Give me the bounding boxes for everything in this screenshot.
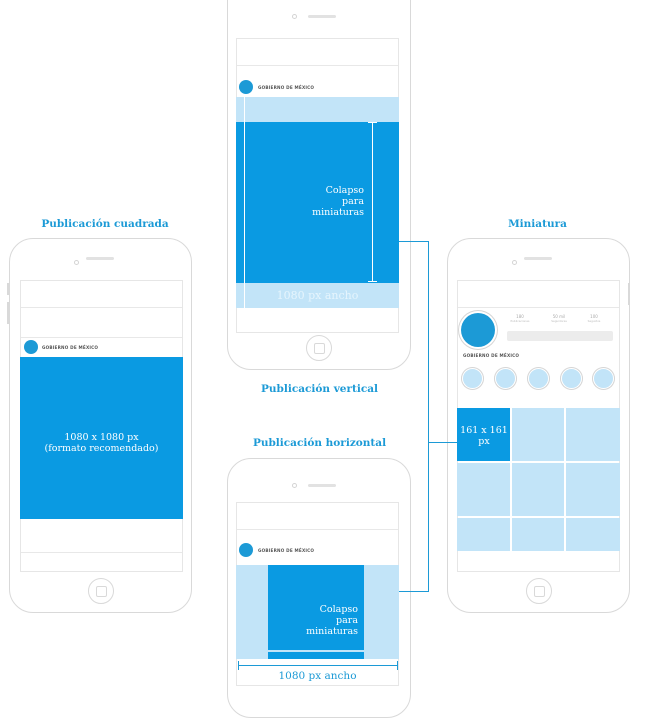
grid-cell[interactable]: [512, 408, 564, 461]
width-dimension-line: [238, 665, 398, 666]
heading-thumbnail: Miniatura: [508, 218, 567, 230]
grid-cell[interactable]: [457, 463, 510, 516]
height-marker-line: [372, 122, 373, 282]
camera-dot: [512, 260, 517, 265]
side-button: [7, 283, 9, 295]
vertical-collapse-area: [236, 122, 399, 283]
home-button: [306, 335, 332, 361]
square-size-label: 1080 x 1080 px: [64, 432, 139, 443]
connector-to-thumbnail: [428, 442, 457, 443]
speaker: [524, 257, 552, 260]
square-post-image: [20, 357, 183, 519]
heading-square-post: Publicación cuadrada: [41, 218, 169, 230]
grid-cell[interactable]: [512, 463, 564, 516]
thumbnail-size-label: 161 x 161 px: [460, 425, 508, 447]
account-name: GOBIERNO DE MÉXICO: [42, 345, 99, 350]
horizontal-collapse-strip: [268, 652, 364, 659]
nav-bar: [237, 503, 398, 530]
grid-cell[interactable]: [566, 408, 620, 461]
account-avatar: [239, 80, 253, 94]
height-marker-tick: [368, 122, 377, 123]
highlight-circle[interactable]: [528, 368, 549, 389]
vertical-collapse-label: Colapso para miniaturas: [312, 185, 364, 218]
profile-account-name: GOBIERNO DE MÉXICO: [463, 353, 520, 358]
height-marker-tick: [368, 281, 377, 282]
camera-dot: [74, 260, 79, 265]
edit-profile-button[interactable]: [507, 331, 613, 341]
account-name: GOBIERNO DE MÉXICO: [258, 548, 315, 553]
status-bar: [458, 281, 619, 308]
home-button: [88, 578, 114, 604]
speaker: [308, 15, 336, 18]
side-button: [7, 302, 9, 324]
connector-from-vertical: [399, 241, 429, 242]
grid-cell[interactable]: [457, 518, 510, 551]
account-name: GOBIERNO DE MÉXICO: [258, 85, 315, 90]
heading-horizontal-post: Publicación horizontal: [252, 437, 387, 449]
horizontal-collapse-label: Colapso para miniaturas: [306, 604, 358, 637]
highlight-circle[interactable]: [593, 368, 614, 389]
speaker: [86, 257, 114, 260]
width-dimension-tick: [238, 661, 239, 670]
width-marker-line: [244, 97, 245, 308]
footer-bar: [21, 520, 182, 553]
side-button: [628, 283, 630, 305]
account-avatar: [239, 543, 253, 557]
square-format-note: (formato recomendado): [44, 443, 159, 454]
nav-bar: [237, 39, 398, 66]
highlight-circle[interactable]: [462, 368, 483, 389]
highlight-circle[interactable]: [561, 368, 582, 389]
camera-dot: [292, 483, 297, 488]
connector-vertical-trunk: [428, 241, 429, 592]
grid-cell[interactable]: [512, 518, 564, 551]
profile-avatar: [461, 313, 495, 347]
nav-bar: [21, 307, 182, 338]
speaker: [308, 484, 336, 487]
highlight-circle[interactable]: [495, 368, 516, 389]
account-avatar: [24, 340, 38, 354]
width-dimension-tick: [397, 661, 398, 670]
camera-dot: [292, 14, 297, 19]
heading-vertical-post: Publicación vertical: [260, 383, 379, 395]
grid-cell[interactable]: [566, 463, 620, 516]
grid-cell-thumbnail[interactable]: [457, 408, 510, 461]
grid-cell[interactable]: [566, 518, 620, 551]
status-bar: [21, 281, 182, 308]
horizontal-width-label: 1080 px ancho: [278, 670, 357, 682]
home-button: [526, 578, 552, 604]
vertical-width-label: 1080 px ancho: [276, 289, 359, 302]
horizontal-collapse-area: [268, 565, 364, 650]
connector-from-horizontal: [399, 591, 429, 592]
